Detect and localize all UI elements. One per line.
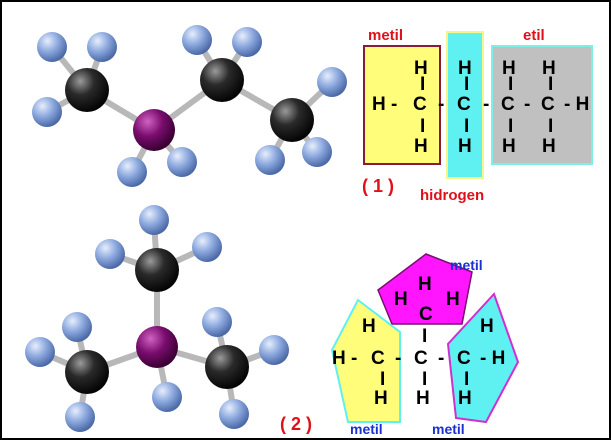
h-right: - H: [564, 94, 589, 115]
label-hidrogen: hidrogen: [420, 187, 484, 204]
label-etil: etil: [523, 27, 545, 44]
left-h-bottom: H: [374, 388, 388, 409]
metil-left-pentagon: [330, 298, 401, 423]
bond-top-3: I: [508, 74, 513, 95]
bond-c2-c3: -: [483, 94, 489, 115]
model-propane: [32, 25, 347, 187]
label-metil: metil: [368, 27, 403, 44]
model1-carbons: [65, 58, 314, 142]
model-isobutane: [25, 205, 289, 432]
label-metil-right: metil: [432, 421, 465, 437]
h-bottom-1: H: [414, 136, 428, 157]
h-bottom-2: H: [458, 136, 472, 157]
metil-top-pentagon: [377, 253, 473, 325]
carbon-3: C: [501, 94, 515, 115]
label-metil-top: metil: [450, 257, 483, 273]
structure-number-2: ( 2 ): [280, 414, 312, 434]
h-top-3: H: [502, 58, 516, 79]
carbon-2: C: [457, 94, 471, 115]
bond-top-4: I: [548, 74, 553, 95]
bond-c1-c2: -: [438, 94, 444, 115]
top-h-right: H: [446, 289, 460, 310]
right-h-top: H: [480, 316, 494, 337]
bond-bottom-2: I: [464, 116, 469, 137]
right-h-bottom: H: [458, 388, 472, 409]
bond-bottom-1: I: [420, 116, 425, 137]
structure-1: metil etil ( 1 ) hidrogen H H H H I I I …: [362, 27, 593, 204]
hidrogen-box: [446, 31, 484, 179]
h-top-4: H: [542, 58, 556, 79]
center-h-bottom: H: [416, 388, 430, 409]
center-bond-right: -: [438, 348, 444, 369]
h-left: H -: [372, 94, 397, 115]
left-h-top: H: [362, 316, 376, 337]
center-bond-left: -: [395, 348, 401, 369]
right-bond-bottom: I: [464, 369, 469, 390]
h-bottom-3: H: [502, 136, 516, 157]
label-metil-left: metil: [350, 421, 383, 437]
top-h-upper: H: [418, 274, 432, 295]
bond-bottom-3: I: [508, 116, 513, 137]
bond-c3-c4: -: [524, 94, 530, 115]
left-bond-bottom: I: [380, 369, 385, 390]
etil-box: [491, 45, 593, 165]
bond-bottom-4: I: [548, 116, 553, 137]
right-h-right: - H: [480, 348, 505, 369]
top-carbon: C: [419, 304, 433, 325]
top-h-left: H: [394, 289, 408, 310]
center-atom: [133, 109, 175, 151]
metil-box: [363, 45, 441, 165]
bond-top-2: I: [464, 74, 469, 95]
h-top-1: H: [414, 58, 428, 79]
model2-carbons: [65, 248, 249, 394]
right-carbon: C: [457, 348, 471, 369]
bond-top-1: I: [420, 74, 425, 95]
left-carbon: C: [371, 348, 385, 369]
center-atom: [136, 326, 178, 368]
h-bottom-4: H: [542, 136, 556, 157]
carbon-4: C: [541, 94, 555, 115]
center-bond-bottom: I: [422, 369, 427, 390]
h-top-2: H: [458, 58, 472, 79]
model2-hydrogens: [25, 205, 289, 432]
center-carbon: C: [414, 348, 428, 369]
metil-right-pentagon: [446, 292, 520, 424]
center-bond-top: I: [422, 326, 427, 347]
model1-hydrogens: [32, 25, 347, 187]
structure-2: metil ( 2 ) metil metil H H C H H H - C …: [280, 253, 520, 437]
structure-number-1: ( 1 ): [362, 176, 394, 196]
left-h-left: H -: [332, 348, 357, 369]
carbon-1: C: [413, 94, 427, 115]
